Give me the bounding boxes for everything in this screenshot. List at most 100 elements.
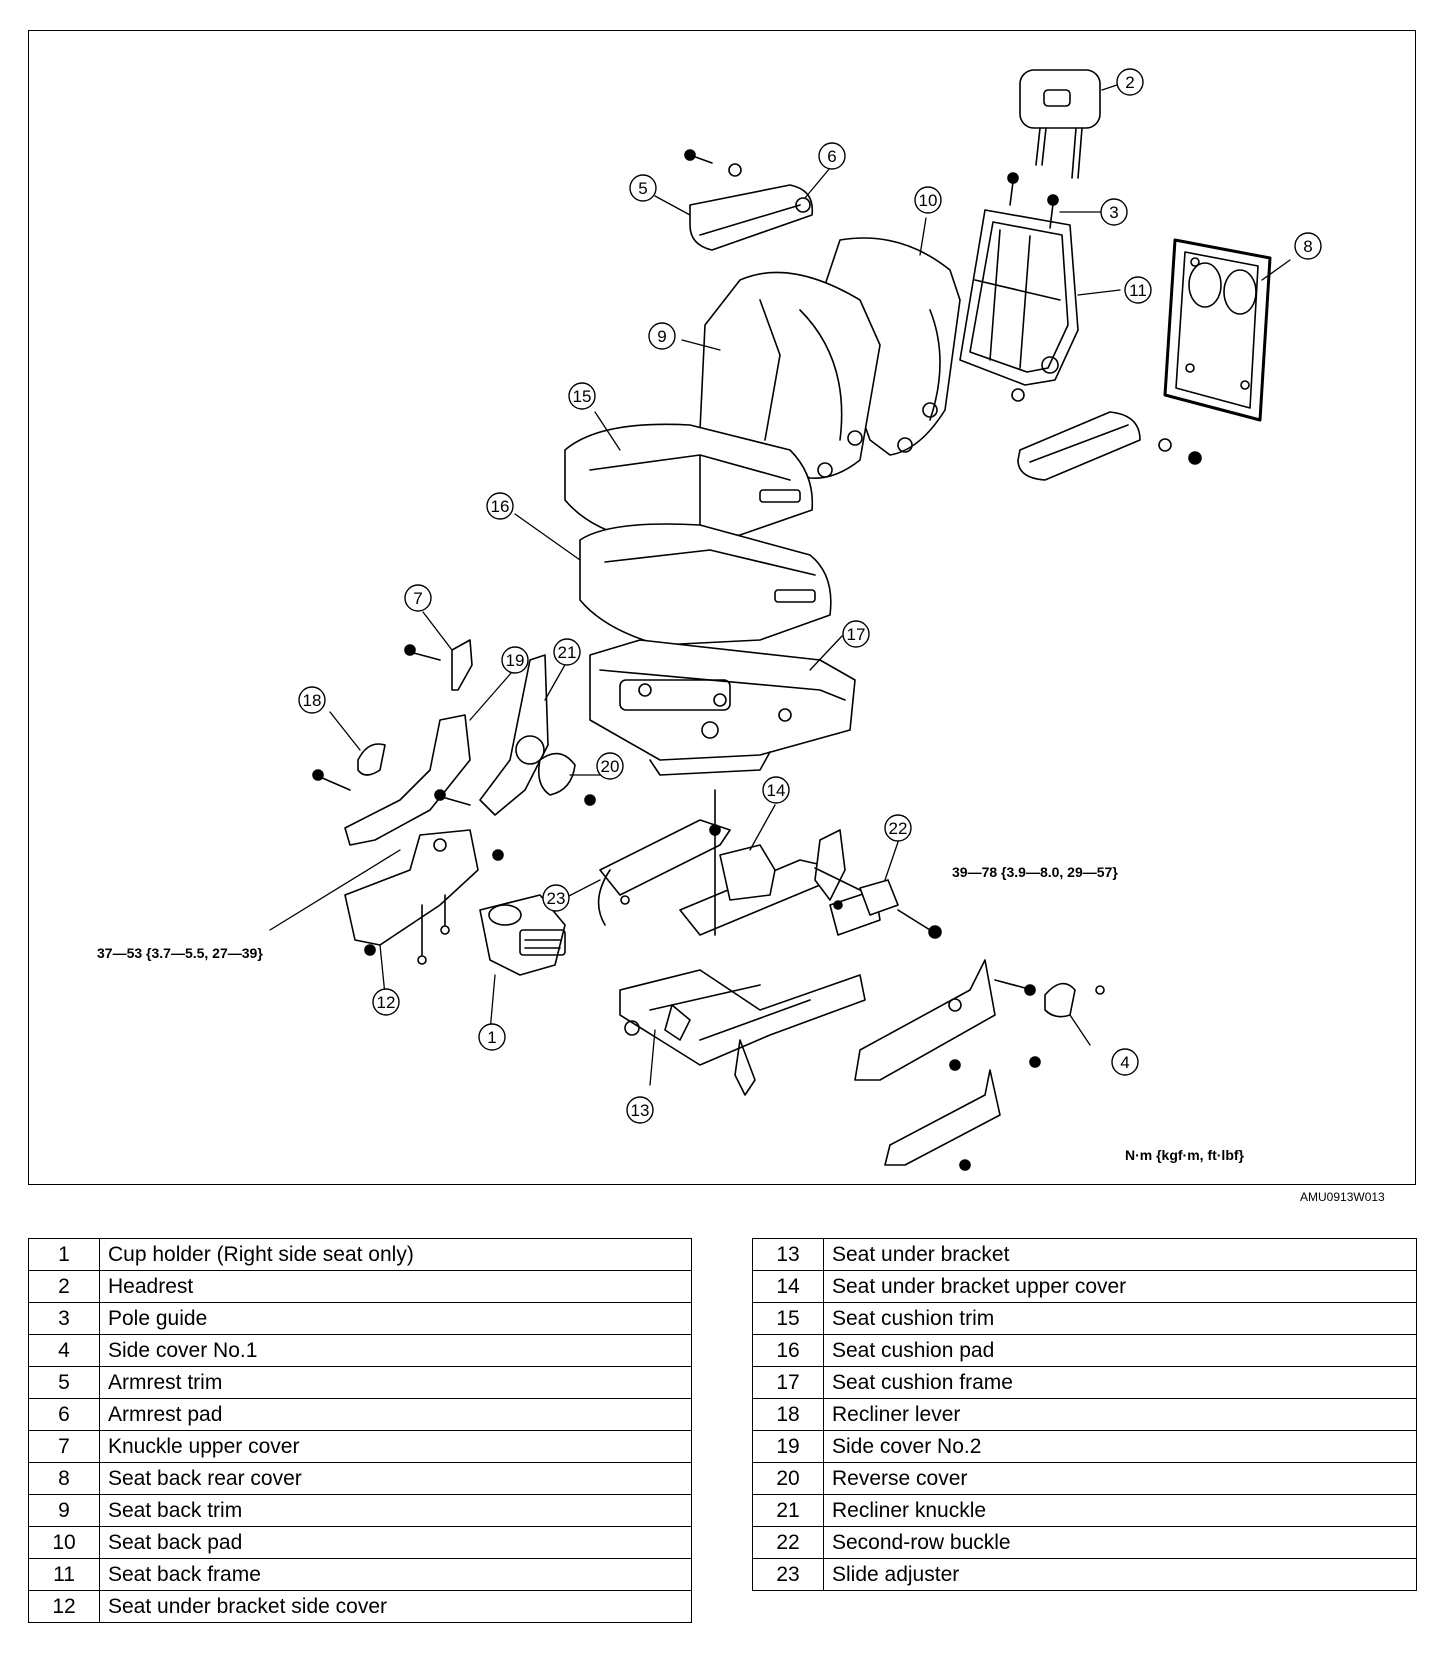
callout-number: 10 bbox=[919, 191, 938, 210]
seat-cushion-trim-part bbox=[564, 423, 814, 541]
part-name: Second-row buckle bbox=[823, 1526, 1417, 1559]
part-name: Seat back trim bbox=[99, 1494, 692, 1527]
recliner-lever-part bbox=[357, 743, 386, 776]
callout-number: 7 bbox=[413, 589, 422, 608]
callout-circle bbox=[372, 988, 400, 1016]
callout-circle bbox=[648, 322, 676, 350]
part-name: Seat cushion pad bbox=[823, 1334, 1417, 1367]
callout-number: 12 bbox=[377, 993, 396, 1012]
second-row-buckle-part bbox=[814, 867, 942, 939]
part-number: 9 bbox=[28, 1494, 100, 1527]
seat-back-frame-part bbox=[959, 209, 1079, 402]
part-number: 19 bbox=[752, 1430, 824, 1463]
part-number: 6 bbox=[28, 1398, 100, 1431]
callout-number: 15 bbox=[573, 387, 592, 406]
callout-number: 6 bbox=[827, 147, 836, 166]
callout-number: 19 bbox=[506, 651, 525, 670]
part-number: 1 bbox=[28, 1238, 100, 1271]
callout-circle bbox=[1294, 232, 1322, 260]
knuckle-upper-cover-part bbox=[404, 639, 473, 691]
callout-number: 8 bbox=[1303, 237, 1312, 256]
part-name: Seat back pad bbox=[99, 1526, 692, 1559]
callout-circle bbox=[542, 884, 570, 912]
part-name: Recliner knuckle bbox=[823, 1494, 1417, 1527]
callout-number: 3 bbox=[1109, 203, 1118, 222]
seat-cushion-pad-part bbox=[579, 523, 832, 646]
callout-number: 20 bbox=[601, 757, 620, 776]
callout-circle bbox=[842, 620, 870, 648]
callout-circle bbox=[884, 814, 912, 842]
armrest-left-part bbox=[684, 149, 814, 251]
side-cover-no2-part bbox=[312, 714, 471, 846]
torque-label-left: 37—53 {3.7—5.5, 27—39} bbox=[97, 945, 263, 961]
cup-holder-part bbox=[479, 894, 566, 976]
part-number: 20 bbox=[752, 1462, 824, 1495]
callout-circle bbox=[1100, 198, 1128, 226]
callout-circle bbox=[568, 382, 596, 410]
callout-circle bbox=[486, 492, 514, 520]
seat-back-rear-cover-part bbox=[1163, 238, 1272, 422]
part-number: 12 bbox=[28, 1590, 100, 1623]
callout-circle bbox=[404, 584, 432, 612]
callout-number: 9 bbox=[657, 327, 666, 346]
unit-label: N·m {kgf·m, ft·lbf} bbox=[1125, 1147, 1245, 1163]
part-name: Headrest bbox=[99, 1270, 692, 1303]
part-name: Reverse cover bbox=[823, 1462, 1417, 1495]
part-number: 10 bbox=[28, 1526, 100, 1559]
seat-back-pad-part bbox=[819, 237, 961, 456]
part-number: 16 bbox=[752, 1334, 824, 1367]
callout-circle bbox=[818, 142, 846, 170]
callout-number: 11 bbox=[1129, 281, 1147, 300]
callout-circle bbox=[1124, 276, 1152, 304]
part-number: 8 bbox=[28, 1462, 100, 1495]
part-name: Cup holder (Right side seat only) bbox=[99, 1238, 692, 1271]
callout-number: 22 bbox=[889, 819, 908, 838]
callout-number: 18 bbox=[303, 691, 322, 710]
part-number: 7 bbox=[28, 1430, 100, 1463]
part-name: Seat under bracket upper cover bbox=[823, 1270, 1417, 1303]
callout-circle bbox=[501, 646, 529, 674]
callout-circle bbox=[478, 1023, 506, 1051]
callout-number: 14 bbox=[767, 781, 786, 800]
part-number: 23 bbox=[752, 1558, 824, 1591]
part-name: Recliner lever bbox=[823, 1398, 1417, 1431]
seat-under-bracket-part bbox=[619, 829, 881, 1096]
callout-circle bbox=[298, 686, 326, 714]
recliner-knuckle-part bbox=[434, 654, 549, 816]
pole-guide-part bbox=[1007, 172, 1059, 229]
callout-circle bbox=[596, 752, 624, 780]
armrest-right-part bbox=[1017, 411, 1202, 481]
part-name: Side cover No.2 bbox=[823, 1430, 1417, 1463]
side-cover-no1-part bbox=[854, 959, 1105, 1171]
callout-circle bbox=[762, 776, 790, 804]
part-name: Seat cushion frame bbox=[823, 1366, 1417, 1399]
headrest-part bbox=[1019, 69, 1101, 179]
part-name: Side cover No.1 bbox=[99, 1334, 692, 1367]
reference-code: AMU0913W013 bbox=[1300, 1190, 1385, 1204]
part-number: 5 bbox=[28, 1366, 100, 1399]
part-number: 22 bbox=[752, 1526, 824, 1559]
